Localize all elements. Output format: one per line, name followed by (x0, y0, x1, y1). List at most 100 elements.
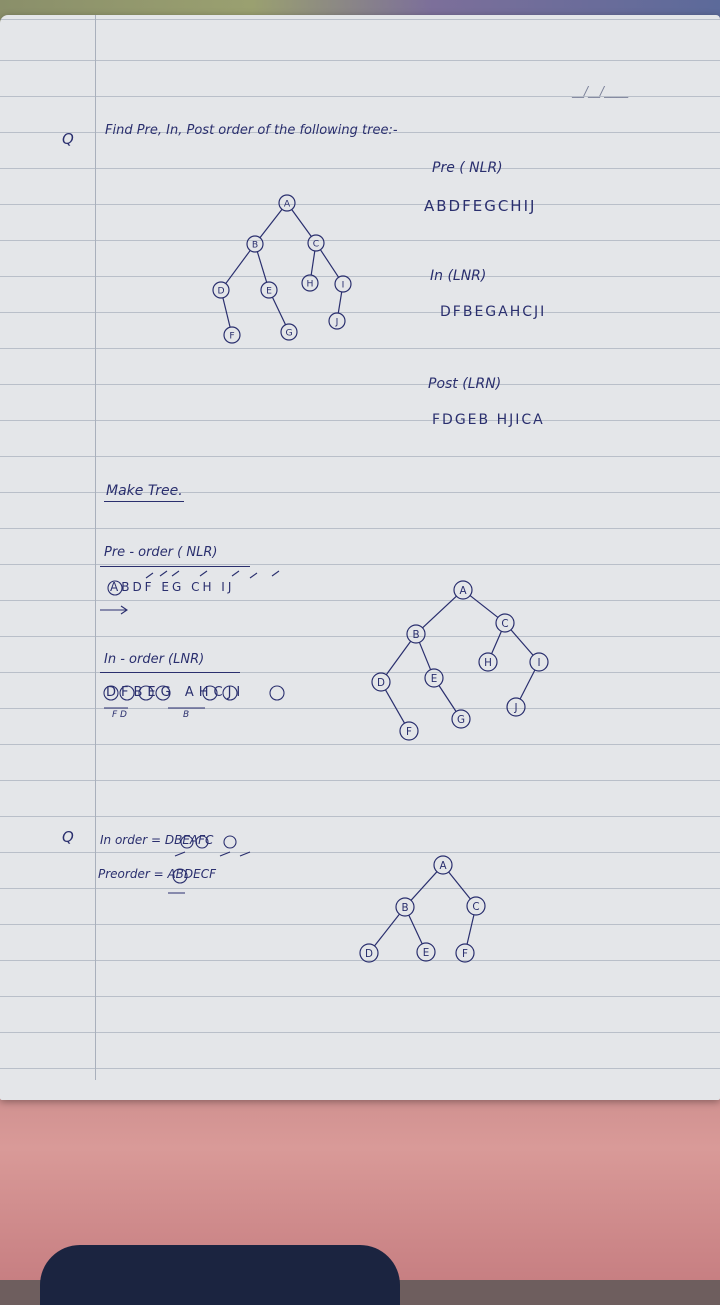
tree-node-d (359, 943, 379, 963)
tree-edge (466, 914, 475, 945)
tree-node-f (223, 326, 241, 344)
make-tree-inorder-label: In - order (LNR) (104, 652, 205, 667)
tree-node-f (399, 721, 419, 741)
tree-node-label: D (217, 285, 224, 296)
tree-node-label: I (537, 657, 540, 669)
tree-edge (410, 871, 438, 901)
tree-node-label: F (229, 330, 234, 341)
pen-mark (195, 835, 209, 849)
tree-node-label: C (472, 901, 479, 913)
make-tree-underline (104, 501, 184, 502)
make-tree-preorder-sequence: ABDF EG CH IJ (110, 580, 235, 594)
pen-mark (271, 570, 280, 577)
tree-node-e (260, 281, 278, 299)
inorder-note-b: B (183, 710, 190, 720)
tree-node-a (453, 580, 473, 600)
tree-node-label: F (462, 948, 468, 960)
tree-node-label: H (307, 278, 314, 289)
pen-mark (202, 685, 218, 701)
tree-node-i (334, 275, 352, 293)
inorder-label-underline (100, 672, 240, 673)
pen-mark (222, 685, 238, 701)
inorder-sequence: DFBEGAHCJI (440, 304, 547, 320)
tree-edge (491, 631, 502, 654)
question-marker-2: Q (62, 828, 74, 846)
make-tree-inorder-sequence: DFBEG AHCJI (106, 685, 246, 700)
pen-mark (145, 572, 154, 579)
tree-edge (374, 913, 400, 947)
tree-node-label: J (335, 316, 339, 327)
tree-node-label: E (431, 673, 438, 685)
pen-mark (107, 580, 123, 596)
preorder-sequence: ABDFEGCHIJ (424, 197, 537, 215)
pen-mark (269, 685, 285, 701)
tree-edge (519, 669, 536, 700)
tree-node-i (529, 652, 549, 672)
date-field: __/__/____ (572, 84, 629, 98)
tree-node-d (212, 281, 230, 299)
tree-edge (256, 251, 268, 283)
tree-node-label: D (365, 948, 373, 960)
tree-node-j (328, 312, 346, 330)
tree-node-c (495, 613, 515, 633)
tree-edge (448, 871, 471, 900)
tree-node-label: B (412, 629, 419, 641)
pen-mark (239, 851, 251, 857)
notebook-page (0, 15, 720, 1100)
pen-mark (155, 685, 171, 701)
pen-mark (138, 685, 154, 701)
tree-edge (385, 640, 412, 676)
pen-mark (120, 605, 128, 615)
tree-node-label: G (285, 327, 292, 338)
tree-node-label: E (423, 947, 430, 959)
tree-edge (271, 296, 287, 326)
pen-mark (223, 835, 237, 849)
tree-node-f (455, 943, 475, 963)
tree-edge (319, 249, 340, 278)
inorder-note-fd: F D (112, 710, 127, 720)
tree-node-h (478, 652, 498, 672)
tree-node-j (506, 697, 526, 717)
tree-edge (337, 291, 343, 314)
tree-node-label: I (342, 279, 345, 290)
pen-mark (249, 572, 258, 579)
pen-mark (219, 851, 231, 857)
tree-node-label: D (377, 677, 385, 689)
tree-edge (310, 250, 316, 276)
pen-mark (159, 570, 168, 577)
question-2-preorder: Preorder = ABDECF (98, 867, 216, 881)
tree-node-b (246, 235, 264, 253)
tree-node-label: E (266, 285, 272, 296)
tree-node-label: H (484, 657, 492, 669)
tree-node-a (278, 194, 296, 212)
tree-node-label: A (284, 198, 291, 209)
question-marker-1: Q (62, 130, 74, 148)
tree-edge (418, 642, 432, 670)
tree-node-label: C (313, 238, 319, 249)
margin-line (95, 15, 96, 1080)
tree-node-label: G (457, 714, 465, 726)
tree-node-a (433, 855, 453, 875)
make-tree-preorder-label: Pre - order ( NLR) (104, 545, 218, 560)
pen-mark (119, 685, 135, 701)
tree-node-c (307, 234, 325, 252)
tree-node-e (416, 942, 436, 962)
pen-mark (180, 835, 194, 849)
pen-mark (171, 570, 180, 577)
tree-node-label: A (459, 585, 466, 597)
tree-edge (469, 595, 499, 618)
tree-edge (225, 250, 251, 284)
pen-mark (174, 851, 186, 857)
question-1-text: Find Pre, In, Post order of the followin… (105, 123, 398, 138)
postorder-sequence: FDGEB HJICA (432, 412, 545, 428)
tree-node-d (371, 672, 391, 692)
tree-node-label: F (406, 726, 412, 738)
tree-edge (384, 689, 406, 724)
tree-edge (291, 209, 312, 237)
tree-node-g (451, 709, 471, 729)
pen-mark (199, 570, 208, 577)
